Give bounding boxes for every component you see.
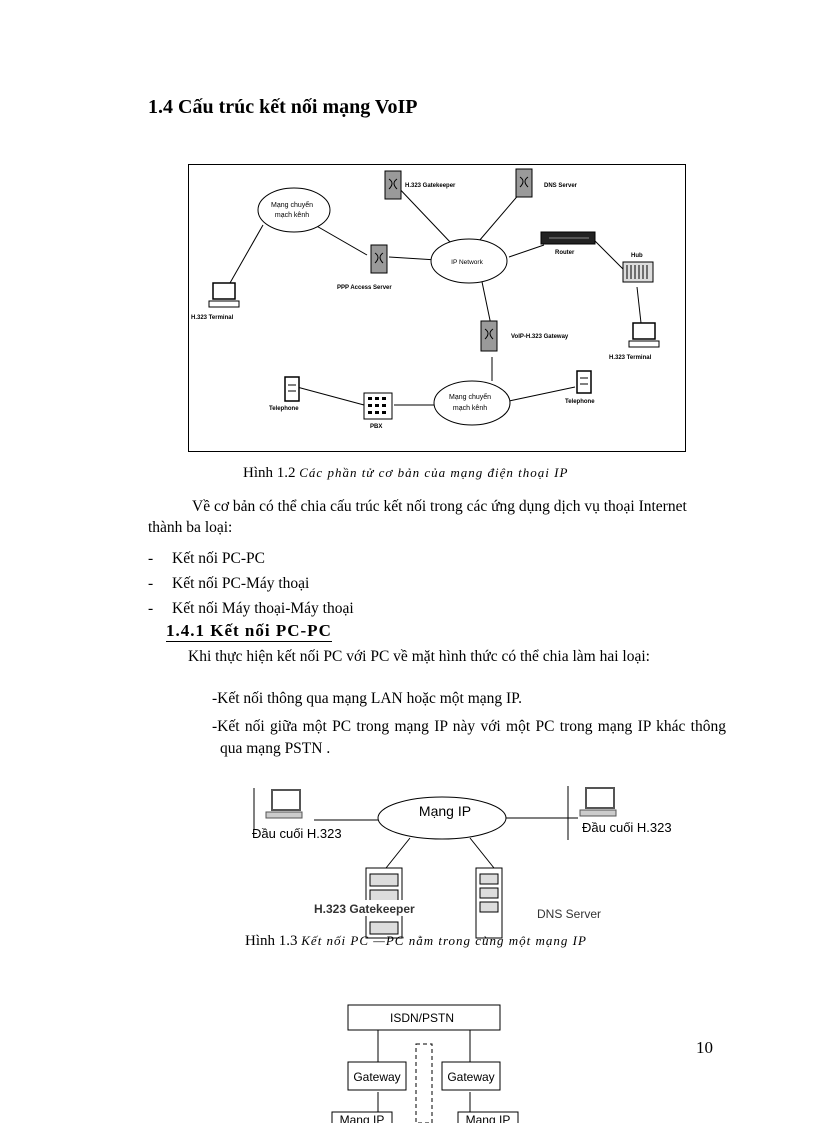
caption-text: Kết nối PC —PC nằm trong cùng một mạng I… [301,933,587,948]
caption-number: Hình 1.2 [243,465,296,481]
pc-pc-diagram: Mạng IP Đầu cuối H.323 Đầu cuối H.323 H.… [252,786,672,939]
ip-cloud: Mạng IP [377,796,507,840]
list-item-text: Kết nối PC-Máy thoại [172,575,310,592]
cloud-top-left: Mạng chuyển mạch kênh [257,187,331,233]
svg-text:Mạng chuyển: Mạng chuyển [449,393,491,401]
paragraph-text: Về cơ bản có thể chia cấu trúc kết nối t… [148,498,687,536]
svg-text:Mạng IP: Mạng IP [419,803,471,819]
svg-text:mạch kênh: mạch kênh [453,405,487,412]
svg-text:Telephone: Telephone [565,399,595,405]
svg-text:Đầu cuối H.323: Đầu cuối H.323 [582,820,672,835]
pbx-icon: PBX [363,392,393,430]
gateway-server-icon: VoIP-H.323 Gateway [480,320,569,352]
list-item-text: Kết nối Máy thoại-Máy thoại [172,600,354,617]
caption-number: Hình 1.3 [245,933,298,949]
figure-voip-elements: Mạng chuyển mạch kênh IP Network Mạng ch… [188,164,686,452]
svg-text:H.323 Gatekeeper: H.323 Gatekeeper [405,183,456,189]
figure-caption-1: Hình 1.2 Các phần tử cơ bản của mạng điệ… [243,465,568,482]
telephone-right-icon: Telephone [565,370,595,405]
svg-text:DNS Server: DNS Server [537,907,601,921]
gateway-left-box: Gateway [347,1061,407,1091]
svg-text:Mạng IP: Mạng IP [466,1113,511,1123]
figure-pc-pc-pstn: ISDN/PSTN Gateway Gateway Mạng IP Mạng I… [330,1000,530,1128]
svg-text:H.323 Gatekeeper: H.323 Gatekeeper [314,902,415,916]
svg-text:PPP Access Server: PPP Access Server [337,285,392,291]
ip-right-box: Mạng IP [457,1111,519,1128]
sub-list-item: -Kết nối giữa một PC trong mạng IP này v… [212,718,726,757]
svg-text:Mạng chuyển: Mạng chuyển [271,201,313,209]
svg-text:Telephone: Telephone [269,406,299,412]
subsection-heading: 1.4.1 Kết nối PC-PC [166,621,332,642]
hub-icon: Hub [622,253,654,283]
svg-text:Mạng IP: Mạng IP [340,1113,385,1123]
voip-network-diagram: Mạng chuyển mạch kênh IP Network Mạng ch… [191,168,660,430]
caption-text: Các phần tử cơ bản của mạng điện thoại I… [299,465,569,480]
cloud-ip-network: IP Network [430,238,508,284]
page-number: 10 [696,1038,713,1057]
ip-left-box: Mạng IP [331,1111,393,1128]
gatekeeper-server-icon: H.323 Gatekeeper [384,170,456,200]
gateway-right-box: Gateway [441,1061,501,1091]
svg-text:Đầu cuối H.323: Đầu cuối H.323 [252,826,342,841]
svg-text:Gateway: Gateway [447,1070,494,1084]
connection-lines [225,182,642,406]
svg-text:Hub: Hub [631,253,643,259]
svg-text:PBX: PBX [370,424,382,430]
svg-text:ISDN/PSTN: ISDN/PSTN [390,1011,454,1025]
isdn-pstn-box: ISDN/PSTN [347,1004,501,1031]
list-item: -Kết nối PC-Máy thoại [148,575,310,592]
router-icon: Router [540,231,596,256]
svg-text:IP Network: IP Network [451,259,483,266]
svg-text:Gateway: Gateway [353,1070,400,1084]
computer-right-icon: Đầu cuối H.323 [579,787,672,835]
paragraph-pc-pc: Khi thực hiện kết nối PC với PC về mặt h… [188,648,650,665]
svg-text:mạch kênh: mạch kênh [275,212,309,219]
svg-text:H.323 Terminal: H.323 Terminal [191,315,234,321]
computer-left-icon: Đầu cuối H.323 [252,789,342,841]
list-item: -Kết nối Máy thoại-Máy thoại [148,600,354,617]
svg-text:Router: Router [555,250,575,256]
paragraph-intro: Về cơ bản có thể chia cấu trúc kết nối t… [148,496,718,538]
svg-text:DNS Server: DNS Server [544,183,578,189]
figure-pc-pc-same-ip: Mạng IP Đầu cuối H.323 Đầu cuối H.323 H.… [248,782,688,942]
gatekeeper-server-icon: H.323 Gatekeeper [312,867,426,939]
ppp-server-icon: PPP Access Server [337,244,392,291]
sub-list-item-text: Kết nối thông qua mạng LAN hoặc một mạng… [217,690,522,707]
terminal-left-icon: H.323 Terminal [191,282,240,321]
cloud-bottom: Mạng chuyển mạch kênh [433,380,511,426]
svg-text:VoIP-H.323 Gateway: VoIP-H.323 Gateway [511,334,569,340]
dns-server-icon: DNS Server [515,168,578,198]
section-heading: 1.4 Cấu trúc kết nối mạng VoIP [148,96,418,118]
telephone-left-icon: Telephone [269,376,300,412]
dns-server-icon: DNS Server [475,867,601,939]
terminal-right-icon: H.323 Terminal [609,322,660,361]
svg-text:H.323 Terminal: H.323 Terminal [609,355,652,361]
list-item: -Kết nối PC-PC [148,550,266,567]
list-item-text: Kết nối PC-PC [172,550,266,567]
sub-list-item: -Kết nối thông qua mạng LAN hoặc một mạn… [212,690,522,707]
sub-list-item-text: Kết nối giữa một PC trong mạng IP này vớ… [217,718,726,757]
pstn-diagram: ISDN/PSTN Gateway Gateway Mạng IP Mạng I… [331,1004,519,1128]
figure-caption-2: Hình 1.3 Kết nối PC —PC nằm trong cùng m… [245,933,587,950]
